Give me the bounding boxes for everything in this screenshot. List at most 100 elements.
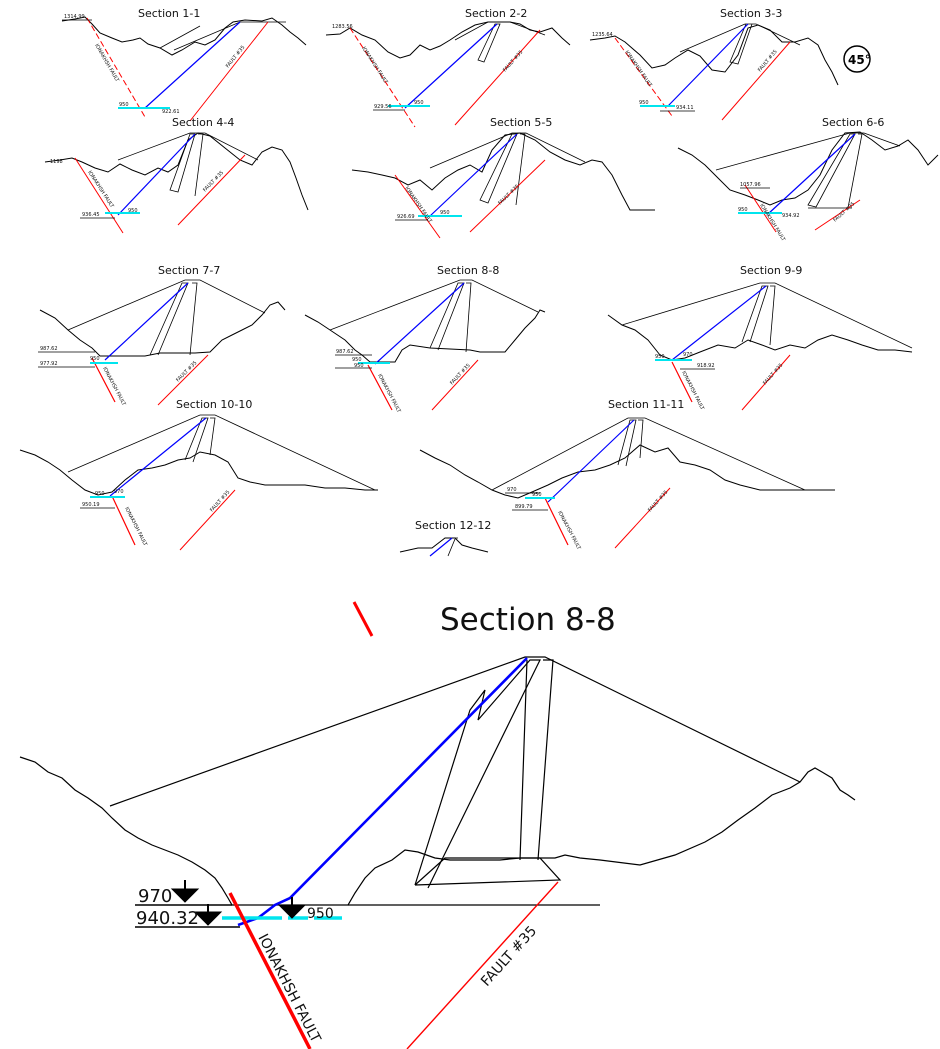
dam-core [414, 659, 541, 889]
fault-label: FAULT #35 [225, 45, 247, 70]
seepage-line [104, 282, 189, 361]
level-label: 987.62 [40, 346, 58, 352]
dam-outline [329, 279, 539, 353]
fault-label: FAULT #35 [175, 360, 198, 383]
ground-profile [39, 301, 286, 357]
fault-35-line [469, 159, 546, 233]
level-940-label: 940.32 [136, 908, 199, 929]
section-5-5: Section 5-5 926.69 950 IONAKHSH FAULT FA… [351, 116, 655, 239]
ground-profile [607, 314, 913, 361]
ionakhsh-fault-line [744, 184, 777, 233]
dam-outline [679, 23, 801, 65]
level-label: 950 [532, 492, 542, 498]
level-label: 950 [95, 491, 105, 497]
level-label: 950 [440, 210, 450, 216]
fault-label: FAULT #35 [202, 170, 225, 193]
ionakhsh-fault-line [349, 27, 416, 128]
fault-label: FAULT #35 [647, 489, 669, 513]
fault-35-line [189, 21, 269, 122]
ground-profile [61, 16, 307, 56]
level-label: 950 [128, 208, 138, 214]
level-label: 934.11 [676, 105, 694, 111]
fault-label: FAULT #35 [762, 362, 784, 386]
section-2-2: Section 2-2 1283.56 929.56 950 IONAKHSH … [325, 7, 571, 128]
section-4-4: Section 4-4 1198 936.45 950 IONAKHSH FAU… [44, 116, 309, 234]
level-label: 929.56 [374, 104, 392, 110]
fault-35-line [431, 359, 479, 411]
ground-profile [419, 444, 835, 499]
level-label: 1235.64 [592, 32, 613, 38]
fault-label: IONAKHSH FAULT [360, 46, 389, 86]
ionakhsh-fault-line [614, 37, 673, 117]
fault-35-label: FAULT #35 [478, 923, 540, 989]
level-label: 970 [114, 489, 124, 495]
dam-outline [117, 132, 259, 197]
level-label: 926.69 [397, 214, 415, 220]
dam-core-right [519, 659, 554, 861]
ground-profile [325, 21, 571, 59]
fault-35-line [454, 29, 541, 126]
seepage-line [671, 285, 767, 361]
section-6-6: Section 6-6 1057.96 950 934.92 IONAKHSH … [677, 116, 939, 243]
level-label: 970 [683, 352, 693, 358]
level-label: 987.62 [336, 349, 354, 355]
seepage-line [767, 133, 856, 215]
section-7-7: Section 7-7 987.62 950 977.92 IONAKHSH F… [38, 264, 286, 408]
level-label: 1283.56 [332, 24, 353, 30]
level-label: 950 [352, 357, 362, 363]
section-8-8-detail: Section 8-8 970 940.32 950 ION [19, 601, 856, 1049]
ground-profile [304, 309, 546, 363]
section-12-12: Section 12-12 [399, 519, 491, 557]
ionakhsh-fault-line [228, 892, 312, 1049]
level-label: 950 [639, 100, 649, 106]
fault-35-line [741, 354, 791, 411]
section-title: Section 4-4 [172, 116, 234, 129]
fault-label: IONAKHSH FAULT [93, 43, 120, 84]
section-1-1: Section 1-1 1314.99 950 922.61 IONAKHSH … [61, 7, 307, 122]
fault-label: IONAKHSH FAULT [556, 510, 582, 551]
fault-35-line [406, 881, 559, 1049]
section-3-3: Section 3-3 1235.64 950 934.11 IONAKHSH … [589, 7, 871, 121]
section-title: Section 8-8 [437, 264, 499, 277]
section-10-10: Section 10-10 950 970 950.19 IONAKHSH FA… [19, 398, 378, 551]
ground-profile [589, 24, 839, 86]
ionakhsh-fault-line [111, 495, 136, 546]
fault-label: IONAKHSH FAULT [623, 50, 653, 89]
seepage-line [404, 23, 498, 109]
fault-label: IONAKHSH FAULT [376, 373, 402, 414]
detail-title: Section 8-8 [440, 602, 616, 638]
fault-label: FAULT #35 [449, 363, 472, 387]
seepage-line [667, 23, 749, 107]
ionakhsh-fault-line [91, 357, 116, 403]
dam-outline [621, 282, 913, 349]
level-970-label: 970 [138, 886, 172, 907]
section-title: Section 7-7 [158, 264, 220, 277]
ionakhsh-fault-line [74, 157, 124, 234]
seepage-line [144, 21, 241, 109]
ground-profile [351, 132, 655, 211]
level-label: 918.92 [697, 363, 715, 369]
level-label: 950 [354, 363, 364, 369]
seepage-line [547, 419, 635, 503]
fault-label: IONAKHSH FAULT [758, 203, 786, 243]
fault-label: FAULT #35 [832, 201, 856, 223]
section-9-9: Section 9-9 950 970 918.92 IONAKHSH FAUL… [607, 264, 913, 412]
section-title: Section 10-10 [176, 398, 252, 411]
dam-outline [159, 21, 286, 51]
dam-outline [715, 132, 901, 209]
section-title: Section 1-1 [138, 7, 200, 20]
fault-35-line [814, 199, 861, 231]
fault-label: FAULT #35 [502, 49, 524, 73]
section-title: Section 3-3 [720, 7, 782, 20]
fault-35-line [157, 354, 209, 406]
ionakhsh-fault-line [671, 361, 693, 403]
ionakhsh-fault-line [544, 497, 569, 546]
ionakhsh-fault-line [86, 17, 146, 118]
level-label: 977.92 [40, 361, 58, 367]
level-label: 922.61 [162, 109, 180, 115]
level-label: 950 [414, 100, 424, 106]
seepage-line [429, 133, 518, 217]
level-label: 950 [655, 354, 665, 360]
section-title: Section 5-5 [490, 116, 552, 129]
